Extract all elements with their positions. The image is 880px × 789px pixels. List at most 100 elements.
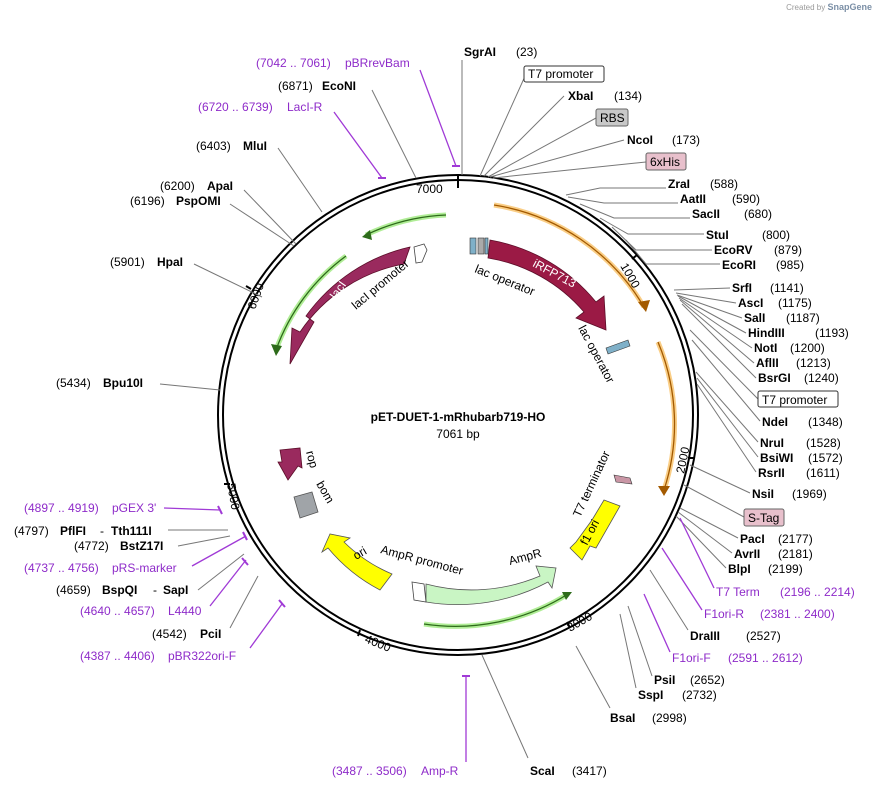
line-pbr322ori-f (249, 603, 283, 649)
primer-f1ori-r-range: (2381 .. 2400) (760, 607, 835, 621)
enzyme-apai: ApaI (207, 179, 233, 193)
enzyme-xbai: XbaI (568, 89, 593, 103)
enzyme-xbai-pos: (134) (614, 89, 642, 103)
line-econi (371, 89, 417, 179)
enzyme-nrui-pos: (1528) (806, 436, 841, 450)
line-stui (599, 217, 704, 235)
enzyme-bsrgi: BsrGI (758, 371, 791, 385)
feature-ori (321, 533, 393, 591)
primer-amp-r-range: (3487 .. 3506) (332, 764, 407, 778)
tick-l4440 (241, 557, 249, 566)
orf-arc-1-head (638, 300, 650, 312)
enzyme-bsiwi-pos: (1572) (808, 451, 843, 465)
plasmid-name: pET-DUET-1-mRhubarb719-HO (371, 410, 546, 424)
orf-arc-2-head (658, 486, 670, 496)
line-sacii (579, 203, 690, 219)
enzyme-ecori: EcoRI (722, 258, 756, 272)
primer-pbrrevbam-range: (7042 .. 7061) (256, 56, 331, 70)
enzyme-bsai-pos: (2998) (652, 711, 687, 725)
enzyme-avrii-pos: (2181) (778, 547, 813, 561)
ruler-tick-1000 (631, 254, 638, 260)
primer-laci-r: LacI-R (287, 100, 323, 114)
line-nrui (695, 371, 759, 443)
enzyme-sspi: SspI (638, 688, 663, 702)
enzyme-pcii-pos: (4542) (152, 627, 187, 641)
ruler-7000: 7000 (416, 182, 443, 196)
enzyme-sacii-pos: (680) (744, 207, 772, 221)
enzyme-apai-pos: (6200) (160, 179, 195, 193)
enzyme-bspqi-pos: (4659) (56, 583, 91, 597)
primer-f1ori-f-range: (2591 .. 2612) (728, 651, 803, 665)
snapgene-logo-text: SnapGene (827, 2, 872, 12)
enzyme-bstz17i-pos: (4772) (74, 539, 109, 553)
ruler-tick-4000 (357, 629, 361, 637)
box-t7-promoter-2 (757, 390, 839, 408)
feature-f1-ori (569, 499, 621, 561)
primer-pbrrevbam: pBRrevBam (345, 56, 410, 70)
line-avrii (677, 511, 733, 554)
primer-l4440: L4440 (168, 604, 202, 618)
line-prs-marker (191, 535, 247, 567)
enzyme-avrii: AvrII (734, 547, 760, 561)
line-paci (679, 507, 739, 539)
label-ampr: AmpR (507, 546, 543, 568)
enzyme-bsrgi-pos: (1240) (804, 371, 839, 385)
enzyme-sali-pos: (1187) (786, 311, 820, 325)
line-bpu10i (159, 383, 221, 391)
enzyme-noti-pos: (1200) (790, 341, 825, 355)
line-hindiii (677, 295, 747, 334)
enzyme-draiii-pos: (2527) (746, 629, 781, 643)
label-ori: ori (351, 544, 370, 563)
enzyme-stui-pos: (800) (762, 228, 790, 242)
enzyme-sapi: SapI (163, 583, 188, 597)
orf-arc-1-line (493, 204, 645, 308)
primer-pgex3-range: (4897 .. 4919) (24, 501, 99, 515)
primer-laci-r-range: (6720 .. 6739) (198, 100, 273, 114)
feature-lac-operator-1 (469, 237, 477, 255)
line-rsrii (696, 383, 757, 473)
enzyme-paci-pos: (2177) (778, 532, 813, 546)
enzyme-mlui: MluI (243, 139, 267, 153)
enzyme-pcii: PciI (200, 627, 221, 641)
enzyme-econi: EcoNI (322, 79, 356, 93)
enzyme-srfi-pos: (1141) (770, 281, 804, 295)
line-bsiwi (696, 377, 759, 458)
enzyme-ndei: NdeI (762, 415, 788, 429)
ruler-4000: 4000 (363, 632, 393, 655)
primer-f1ori-r: F1ori-R (704, 607, 744, 621)
enzyme-aatii-pos: (590) (732, 192, 760, 206)
enzyme-stui: StuI (706, 228, 729, 242)
line-6xhis (492, 161, 647, 179)
box-t7-promoter-1 (523, 65, 605, 83)
feature-rbs-small (484, 237, 489, 255)
boxlabel-t7-promoter-1: T7 promoter (528, 67, 593, 81)
line-t7-promoter-1 (479, 73, 527, 177)
orf-arc-5-head (562, 592, 572, 600)
boxlabel-6xhis: 6xHis (650, 155, 680, 169)
enzyme-blpi-pos: (2199) (768, 562, 803, 576)
line-bstz17i (177, 535, 231, 547)
enzyme-rsrii-pos: (1611) (806, 466, 840, 480)
enzyme-sgrai: SgrAI (464, 45, 496, 59)
orf-arc-5-line (423, 593, 569, 627)
boxlabel-rbs: RBS (600, 111, 625, 125)
primer-t7-term-range: (2196 .. 2214) (780, 585, 855, 599)
enzyme-ndei-pos: (1348) (808, 415, 843, 429)
line-noti (678, 297, 753, 349)
orf-arc-2-line (657, 341, 676, 491)
feature-laci-promoter (413, 243, 428, 264)
enzyme-hindiii-pos: (1193) (815, 326, 849, 340)
orf-arc-3-head (362, 230, 372, 240)
enzyme-psppomi: PspOMI (176, 194, 221, 208)
enzyme-ncoi: NcoI (627, 133, 653, 147)
line-rbs (487, 117, 597, 178)
line-ecorv (611, 226, 712, 251)
orf-arc-4 (273, 253, 348, 351)
enzyme-hindiii: HindIII (748, 326, 785, 340)
box-s-tag (743, 508, 785, 527)
enzyme-nrui: NruI (760, 436, 784, 450)
enzyme-ecorv: EcoRV (714, 243, 752, 257)
primer-pbr322ori-f: pBR322ori-F (168, 649, 236, 663)
feature-bom (293, 491, 319, 519)
